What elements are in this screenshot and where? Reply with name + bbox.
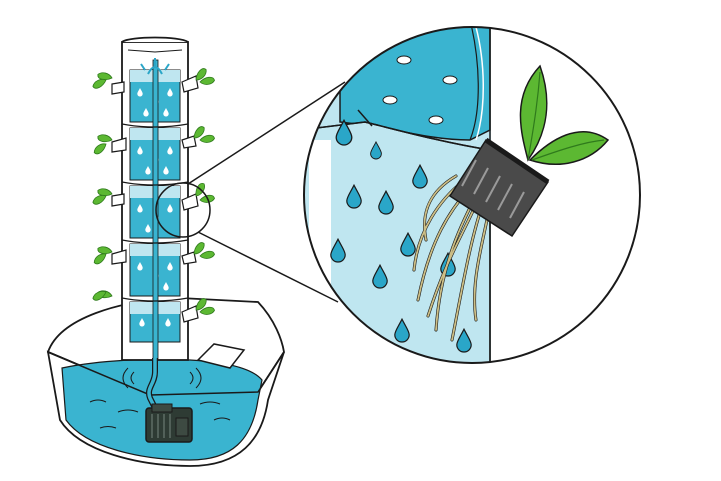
plant-pockets [91,66,216,323]
zoom-line-bottom [197,231,339,303]
zoom-circle-border [303,26,641,364]
plant-leaves [519,64,610,165]
tower [121,36,189,361]
net-pot-icon [448,137,550,238]
pump-icon [145,403,193,443]
tower-seams [121,123,189,302]
sprinkler-head [140,58,170,75]
lid-panel [196,343,246,369]
zoom-detail [303,26,641,364]
magnify-source-circle [155,182,211,238]
nozzle-holes [382,55,458,125]
zoom-line-top [187,81,346,185]
